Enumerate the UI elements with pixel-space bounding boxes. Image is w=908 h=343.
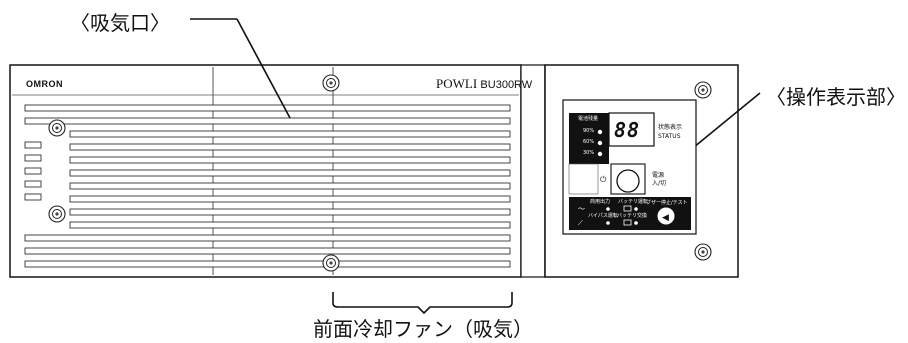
vent-slat [69, 143, 511, 151]
bypass-label: バイパス運転 [588, 213, 618, 219]
level-60: 60% [583, 139, 595, 145]
screw-icon [322, 74, 340, 92]
screw-icon [694, 243, 712, 261]
intake-callout: 〈吸気口〉 [70, 11, 170, 35]
vent-slats [24, 104, 511, 268]
vent-slat [69, 195, 511, 203]
vent-slat [24, 117, 511, 125]
level-30: 30% [583, 150, 595, 156]
buzzer-button[interactable] [657, 207, 675, 225]
fan-bracket [332, 292, 513, 315]
fan-callout: 前面冷却ファン（吸気） [313, 317, 533, 341]
vent-slat [24, 260, 511, 268]
battery-meter-strip [569, 113, 609, 164]
status-label-jp: 状態表示 [658, 124, 683, 131]
battery-level-label: 電池残量 [578, 116, 599, 122]
power-icon: ⏻ [600, 175, 607, 184]
svg-text:◀: ◀ [662, 213, 669, 223]
vent-slat [69, 156, 511, 164]
model-number: BU300RW [480, 79, 533, 91]
status-window [608, 112, 655, 147]
bypass-icon: ⟋ [578, 219, 583, 227]
battery-replace-label: バッテリ交換 [571, 158, 602, 164]
indicator-slot [24, 167, 42, 175]
side-edge [520, 64, 546, 278]
level-90: 90% [583, 128, 595, 134]
brand-logo: omron [26, 79, 63, 89]
ac-wave-icon: ～ [578, 205, 585, 213]
panel-callout: 〈操作表示部〉 [766, 85, 906, 109]
left-slots [24, 141, 42, 201]
model-label: POWLI BU300RW [436, 76, 532, 92]
indicator-slot [24, 141, 42, 149]
vent-slat [69, 169, 511, 177]
vent-slat [24, 104, 511, 112]
indicator-slot [24, 154, 42, 162]
status-digits: 88 [614, 118, 641, 142]
vent-slat [69, 221, 511, 229]
power-label: 電源 入/切 [652, 172, 667, 187]
indicator-slot [24, 193, 42, 201]
battery-replace-2-label: バッテリ交換 [617, 213, 648, 219]
vent-slat [69, 130, 511, 138]
indicator-slot [24, 180, 42, 188]
panel-leader [687, 92, 761, 153]
buzzer-label: ブザー停止/テスト [646, 200, 688, 206]
battery-operation-label: バッテリ運転 [618, 199, 649, 205]
status-label-en: STATUS [658, 133, 681, 140]
ac-output-label: 商用出力 [590, 199, 611, 205]
vent-slat [24, 247, 511, 255]
model-name: POWLI [436, 76, 478, 91]
vent-slat [24, 234, 511, 242]
screw-icon [48, 119, 66, 137]
screws [48, 74, 712, 272]
screw-icon [48, 205, 66, 223]
screw-icon [322, 254, 340, 272]
vent-slat [69, 208, 511, 216]
power-button[interactable] [616, 169, 640, 193]
screw-icon [694, 81, 712, 99]
vent-slat [69, 182, 511, 190]
